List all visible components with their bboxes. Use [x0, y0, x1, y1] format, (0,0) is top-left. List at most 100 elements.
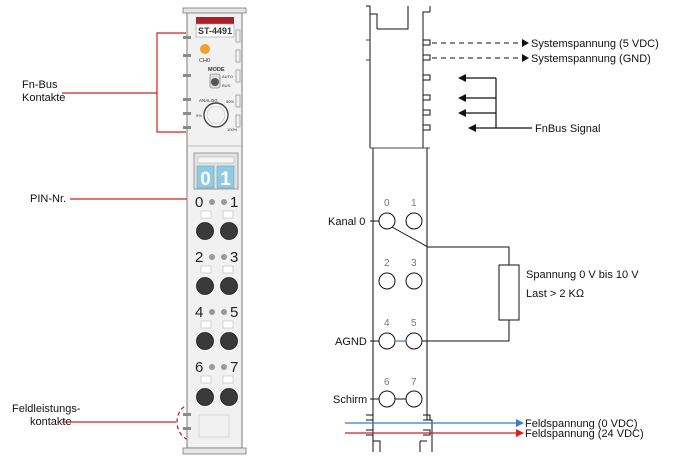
- schem-pin-4: 4: [384, 318, 390, 329]
- schem-terminal-3: [405, 272, 423, 290]
- schem-pin-6: 6: [384, 377, 390, 388]
- fnbus-label-line2: Kontakte: [22, 92, 65, 104]
- load-resistor: [498, 264, 520, 321]
- agnd-label: AGND: [335, 336, 367, 348]
- schem-pin-0: 0: [384, 198, 390, 209]
- io-module: ST-4491 CH0 MODE AUTO BUS ANALOG 50% 0% …: [182, 7, 247, 455]
- pin-led-3-icon: [221, 254, 227, 260]
- terminal-6[interactable]: [196, 388, 214, 406]
- schem-pin-2: 2: [384, 258, 390, 269]
- mode-switch-knob-icon: [211, 78, 219, 86]
- ch0-label: CH0: [199, 58, 210, 64]
- schirm-label: Schirm: [333, 394, 367, 406]
- pin-label: PIN-Nr.: [30, 193, 66, 205]
- schematic: [366, 5, 433, 452]
- sys5v-arrow-icon: [522, 39, 529, 47]
- pin-number-7: 7: [230, 359, 238, 376]
- model-plate: [195, 23, 235, 38]
- terminal-5[interactable]: [220, 332, 238, 350]
- fnbus-arrow-2-icon: [458, 94, 466, 102]
- pin-row-2-3: 2 3: [195, 249, 238, 295]
- terminal-7[interactable]: [220, 388, 238, 406]
- housing-bottom: [366, 419, 433, 452]
- feld0-arrow-icon: [516, 419, 524, 427]
- schem-terminal-6: [378, 390, 396, 408]
- display-digit-1: 1: [220, 169, 231, 190]
- load-wire-bottom: [422, 320, 510, 342]
- schem-terminal-7: [405, 390, 423, 408]
- mode-auto-label: AUTO: [222, 74, 233, 79]
- pin-led-0-icon: [209, 199, 215, 205]
- pin-row-4-5: 4 5: [195, 304, 238, 350]
- feld24-label: Feldspannung (24 VDC): [525, 428, 644, 440]
- schem-terminal-0: [378, 212, 396, 230]
- feld24-arrow-icon: [516, 429, 524, 437]
- fnbus-arrow-3-icon: [458, 109, 466, 117]
- ch0-led-icon: [200, 44, 210, 54]
- feld0-label: Feldspannung (0 VDC): [525, 418, 638, 430]
- fnbus-bracket: [156, 32, 186, 133]
- kanal0-label: Kanal 0: [328, 216, 365, 228]
- system-voltage-lines: Systemspannung (5 VDC) Systemspannung (G…: [432, 38, 659, 65]
- module-top-lip: [182, 7, 247, 14]
- display-digit-0-bg: [196, 165, 215, 189]
- knob-max-label: 100%: [227, 127, 238, 132]
- feld-label-line1: Feldleistungs-: [12, 403, 81, 415]
- fnbus-signal-label: FnBus Signal: [535, 123, 600, 135]
- schem-pin-5: 5: [411, 318, 417, 329]
- left-labels: Fn-Bus Kontakte PIN-Nr. Feldleistungs- k…: [12, 32, 212, 442]
- sysgnd-label: Systemspannung (GND): [531, 53, 651, 65]
- display-digit-0: 0: [200, 169, 211, 190]
- model-bar: [196, 17, 234, 24]
- terminal-0[interactable]: [196, 222, 214, 240]
- schem-terminal-2: [378, 272, 396, 290]
- pin-led-7-icon: [221, 364, 227, 370]
- schem-terminal-4: [378, 332, 396, 350]
- schematic-terminals: 0 1 2 3 4 5 6 7: [378, 198, 423, 408]
- terminal-2[interactable]: [196, 277, 214, 295]
- fnbus-arrow-4-icon: [468, 124, 476, 132]
- pin-led-1-icon: [221, 199, 227, 205]
- pin-led-4-icon: [209, 309, 215, 315]
- module-bottom-panel: [198, 414, 230, 438]
- pin-number-6: 6: [195, 359, 203, 376]
- terminal-3[interactable]: [220, 277, 238, 295]
- knob-label: ANALOG: [199, 98, 218, 103]
- housing-notch: [377, 6, 409, 30]
- terminal-4[interactable]: [196, 332, 214, 350]
- pin-number-4: 4: [195, 304, 203, 321]
- schem-terminal-5: [405, 332, 423, 350]
- mode-label: MODE: [208, 67, 225, 73]
- fnbus-signal-lines: [458, 74, 532, 132]
- pin-number-2: 2: [195, 249, 203, 266]
- load-wire-top: [391, 226, 510, 265]
- pin-led-2-icon: [209, 254, 215, 260]
- load-circuit: [391, 226, 520, 342]
- pin-led-5-icon: [221, 309, 227, 315]
- sys5v-label: Systemspannung (5 VDC): [531, 38, 659, 50]
- model-text: ST-4491: [198, 26, 232, 36]
- pin-row-0-1: 0 1: [195, 194, 238, 240]
- display-digit-1-bg: [216, 165, 235, 189]
- module-bottom-lip: [182, 447, 247, 455]
- schem-terminal-1: [405, 212, 423, 230]
- schem-pin-3: 3: [411, 258, 417, 269]
- fnbus-label-line1: Fn-Bus: [22, 79, 58, 91]
- fnbus-contacts: [183, 36, 191, 430]
- terminal-1[interactable]: [220, 222, 238, 240]
- schem-pin-7: 7: [411, 377, 417, 388]
- knob-mid-label: 50%: [226, 99, 234, 104]
- pin-number-5: 5: [230, 304, 238, 321]
- bus-contacts: [366, 39, 431, 436]
- housing-ticks: [366, 39, 370, 61]
- mode-bus-label: BUS: [222, 83, 231, 88]
- fnbus-arrow-1-icon: [458, 74, 466, 82]
- knob-min-label: 0%: [196, 113, 202, 118]
- schem-pin-1: 1: [411, 198, 417, 209]
- pin-row-6-7: 6 7: [195, 359, 238, 406]
- module-side-slots: [235, 29, 241, 128]
- pin-number-0: 0: [195, 194, 203, 211]
- display-top-strip: [197, 156, 235, 164]
- load-label-line1: Spannung 0 V bis 10 V: [526, 269, 639, 281]
